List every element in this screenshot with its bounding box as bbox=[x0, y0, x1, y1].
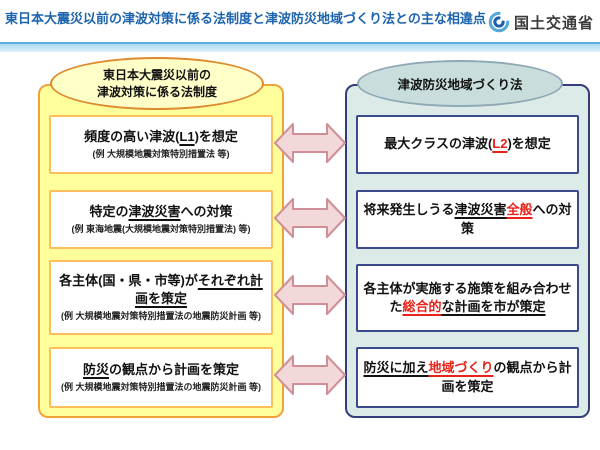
header-divider-bar bbox=[0, 42, 600, 52]
right-panel: 最大クラスの津波(L2)を想定 将来発生しうる津波災害全般への対策 各主体が実施… bbox=[345, 84, 590, 418]
right-panel-header: 津波防災地域づくり法 bbox=[357, 60, 563, 107]
left-box-4: 防災の観点から計画を策定 (例 大規模地震対策特別措置法の地震防災計画 等) bbox=[49, 347, 273, 408]
left-box-2: 特定の津波災害への対策 (例 東海地震(大規模地震対策特別措置法) 等) bbox=[49, 190, 273, 249]
page-title: 東日本大震災以前の津波対策に係る法制度と津波防災地域づくり法との主な相違点 bbox=[5, 11, 486, 26]
left-box-1-text: 頻度の高い津波(L1)を想定 bbox=[84, 129, 238, 145]
right-panel-header-text: 津波防災地域づくり法 bbox=[397, 78, 523, 92]
left-box-3: 各主体(国・県・市等)がそれぞれ計画を策定 (例 大規模地震対策特別措置法の地震… bbox=[49, 260, 273, 335]
mlit-logo-text: 国土交通省 bbox=[513, 14, 594, 32]
left-box-3-note: (例 大規模地震対策特別措置法の地震防災計画 等) bbox=[61, 311, 261, 322]
right-box-2-text: 将来発生しうる津波災害全般への対策 bbox=[363, 202, 572, 236]
mlit-logo: 国土交通省 bbox=[488, 11, 594, 33]
double-arrow-icon-1 bbox=[274, 123, 346, 163]
right-box-1: 最大クラスの津波(L2)を想定 bbox=[356, 115, 579, 174]
right-box-1-text: 最大クラスの津波(L2)を想定 bbox=[384, 136, 551, 152]
left-box-1-note: (例 大規模地震対策特別措置法 等) bbox=[92, 149, 230, 160]
left-panel: 頻度の高い津波(L1)を想定 (例 大規模地震対策特別措置法 等) 特定の津波災… bbox=[38, 84, 284, 418]
left-box-4-note: (例 大規模地震対策特別措置法の地震防災計画 等) bbox=[61, 382, 261, 393]
left-box-1: 頻度の高い津波(L1)を想定 (例 大規模地震対策特別措置法 等) bbox=[49, 115, 273, 174]
left-panel-header: 東日本大震災以前の 津波対策に係る法制度 bbox=[50, 57, 264, 110]
right-box-4: 防災に加え地域づくりの観点から計画を策定 bbox=[356, 347, 579, 408]
right-box-3: 各主体が実施する施策を組み合わせた総合的な計画を市が策定 bbox=[356, 264, 579, 332]
mlit-swirl-icon bbox=[488, 11, 510, 33]
double-arrow-icon-3 bbox=[274, 275, 346, 315]
right-box-3-text: 各主体が実施する施策を組み合わせた総合的な計画を市が策定 bbox=[363, 280, 572, 314]
left-panel-header-line2: 津波対策に係る法制度 bbox=[96, 84, 217, 99]
left-box-2-text: 特定の津波災害への対策 bbox=[89, 204, 233, 220]
left-box-3-text: 各主体(国・県・市等)がそれぞれ計画を策定 bbox=[59, 272, 263, 307]
left-box-2-note: (例 東海地震(大規模地震対策特別措置法) 等) bbox=[71, 224, 251, 235]
left-box-4-text: 防災の観点から計画を策定 bbox=[82, 362, 240, 378]
double-arrow-icon-4 bbox=[274, 355, 346, 395]
double-arrow-icon-2 bbox=[274, 198, 346, 238]
right-box-2: 将来発生しうる津波災害全般への対策 bbox=[356, 190, 579, 249]
right-box-4-text: 防災に加え地域づくりの観点から計画を策定 bbox=[363, 360, 572, 394]
left-panel-header-line1: 東日本大震災以前の bbox=[102, 68, 211, 83]
